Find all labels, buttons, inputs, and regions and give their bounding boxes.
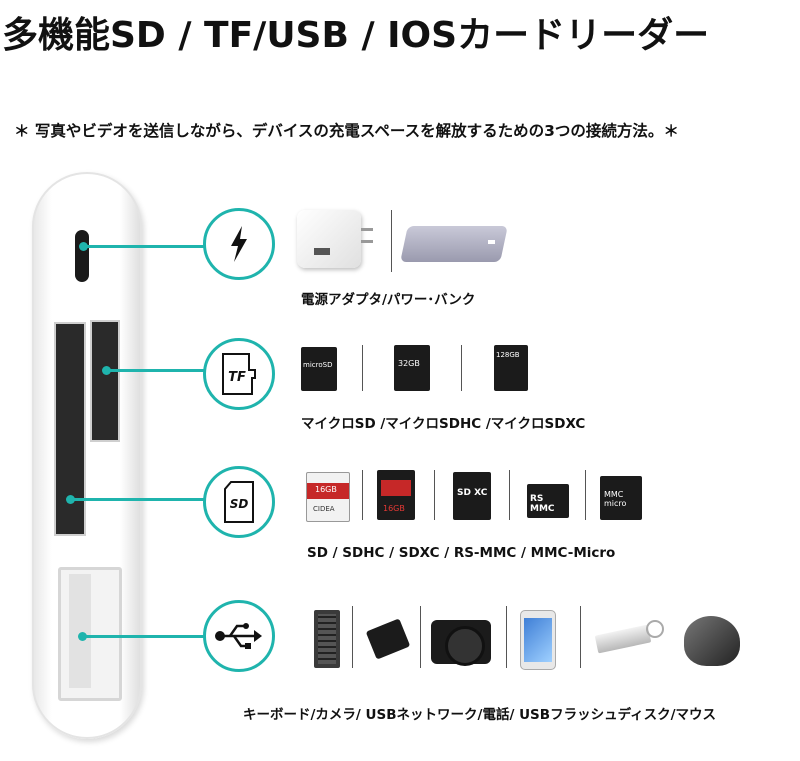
tf-circle: TF [203,338,275,410]
microsd-card-image: microSD [301,347,337,391]
usb-port [58,567,122,701]
separator [391,210,392,272]
lightning-circle [203,208,275,280]
separator [362,470,363,520]
separator [420,606,421,668]
separator [461,345,462,391]
camera-image [431,612,493,668]
card-text: MMC micro [604,490,627,508]
sd-card-image: 16GB [377,470,415,520]
sd-card-icon [224,481,254,523]
separator [585,470,586,520]
separator [509,470,510,520]
separator [580,606,581,668]
tf-icon-text: TF [228,369,246,385]
keyboard-image [314,610,340,668]
connector-line [84,245,206,248]
usb-flash-drive-image [594,618,664,658]
connector-dot [79,242,88,251]
lightning-port [75,230,89,282]
mmc-micro-card-image: MMC micro [600,476,642,520]
card-text: CIDEA [313,505,335,513]
lightning-icon [231,226,247,262]
tf-card-icon [222,353,256,395]
separator [362,345,363,391]
sdhc-card-image: 16GB CIDEA [306,472,350,522]
sd-circle: SD [203,466,275,538]
rs-mmc-card-image: RS MMC [527,484,569,518]
mouse-image [680,610,744,670]
card-text: 16GB [315,485,337,494]
separator [352,606,353,668]
power-adapter-image [297,210,377,272]
row-label-sd: SD / SDHC / SDXC / RS-MMC / MMC-Micro [307,545,616,561]
row-label-power: 電源アダプタ/パワー･バンク [301,292,476,308]
tf-card-slot [90,320,120,442]
card-text: 128GB [496,351,520,359]
sd-icon-text: SD [229,497,249,511]
microsdxc-card-image: 128GB [494,345,528,391]
card-text: SD XC [457,488,488,498]
sdxc-card-image: SD XC [453,472,491,520]
separator [506,606,507,668]
power-bank-image [400,218,508,270]
row-label-tf: マイクロSD /マイクロSDHC /マイクロSDXC [301,416,586,432]
usb-icon [215,623,262,649]
separator [434,470,435,520]
connector-line [106,369,206,372]
phone-image [520,610,556,670]
usb-network-adapter-image [364,612,414,666]
card-text: RS MMC [530,494,555,514]
subtitle: ＊ 写真やビデオを送信しながら、デバイスの充電スペースを解放するための3つの接続… [14,122,679,140]
page-title: 多機能SD / TF/USB / IOSカードリーダー [2,15,710,56]
microsdhc-card-image: 32GB [394,345,430,391]
card-text: microSD [303,361,333,369]
usb-circle [203,600,275,672]
connector-line [70,498,206,501]
card-text: 16GB [383,504,405,513]
card-text: 32GB [398,359,420,368]
row-label-usb: キーボード/カメラ/ USBネットワーク/電話/ USBフラッシュディスク/マウ… [243,707,717,723]
card-reader-device [32,172,142,739]
connector-line [82,635,206,638]
